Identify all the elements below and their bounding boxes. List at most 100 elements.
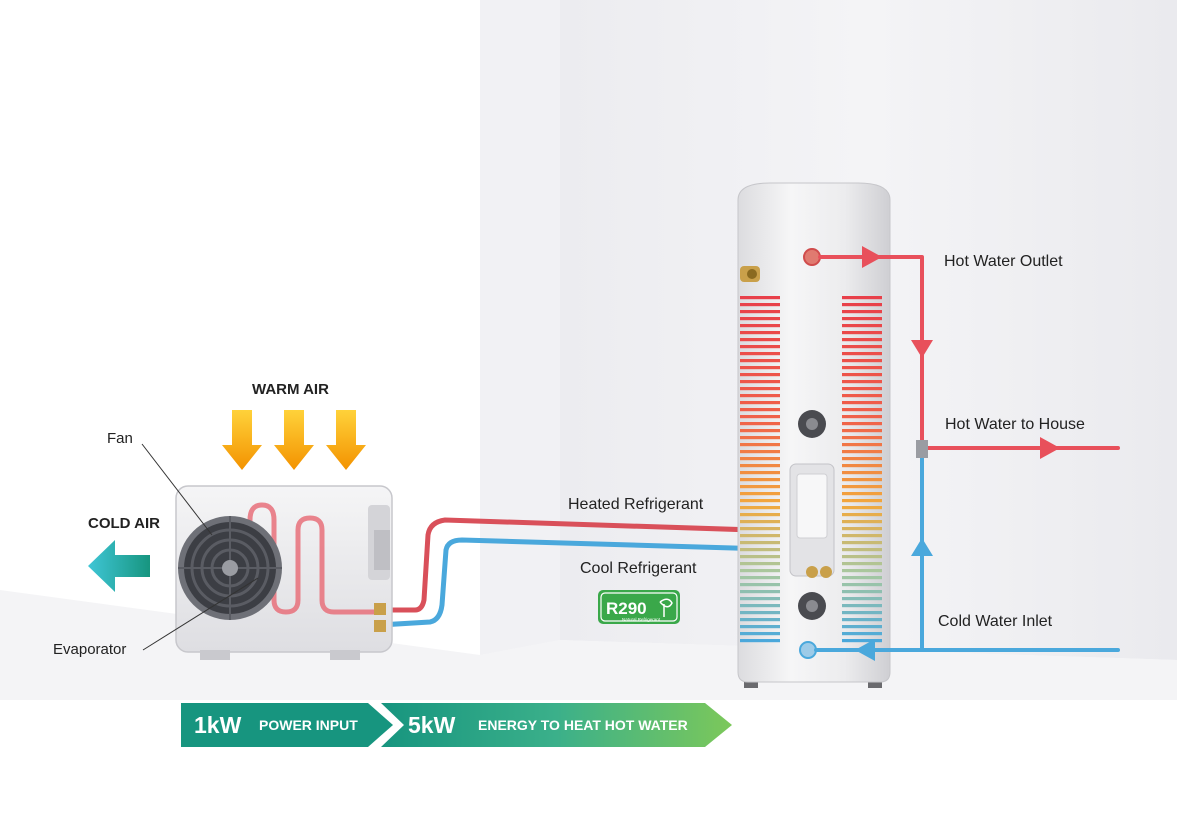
r290-badge: R290 Natural Refrigerant xyxy=(598,590,680,624)
heat-stripe xyxy=(842,422,882,426)
heat-stripe xyxy=(740,408,780,412)
heat-stripe xyxy=(842,541,882,545)
evaporator-leader-line xyxy=(142,577,259,651)
heat-stripe xyxy=(842,317,882,321)
coil-fitting xyxy=(806,566,818,578)
heat-stripes-right xyxy=(842,296,882,643)
heat-stripe xyxy=(740,513,780,517)
heat-stripe xyxy=(842,429,882,433)
hot-outlet-port xyxy=(803,248,821,266)
heat-stripe xyxy=(842,548,882,552)
heat-stripe xyxy=(842,639,882,643)
heat-stripe xyxy=(740,338,780,342)
hot-water-cylinder xyxy=(737,182,891,688)
heat-stripe xyxy=(740,331,780,335)
heat-stripe xyxy=(842,303,882,307)
heat-stripe xyxy=(842,450,882,454)
heat-stripe xyxy=(740,597,780,601)
fan-label: Fan xyxy=(107,430,133,447)
badge-code: R290 xyxy=(606,599,647,618)
heat-stripe xyxy=(842,471,882,475)
arrow-left-icon xyxy=(88,540,150,592)
heat-stripe xyxy=(842,394,882,398)
warm-air-arrows xyxy=(222,410,366,470)
heat-stripe xyxy=(842,611,882,615)
cold-water-inlet-label: Cold Water Inlet xyxy=(938,613,1053,630)
heat-stripe xyxy=(740,373,780,377)
labels: WARM AIR COLD AIR Fan Evaporator Heated … xyxy=(53,253,1085,658)
heat-stripe xyxy=(740,478,780,482)
heat-stripe xyxy=(842,632,882,636)
heat-stripe xyxy=(740,527,780,531)
heat-stripe xyxy=(740,611,780,615)
power-label: POWER INPUT xyxy=(259,717,358,733)
heat-stripe xyxy=(842,415,882,419)
heat-stripe xyxy=(842,625,882,629)
mixing-valve xyxy=(916,440,928,458)
heat-stripe xyxy=(740,618,780,622)
hot-water-outlet-label: Hot Water Outlet xyxy=(944,253,1063,270)
heat-stripe xyxy=(842,506,882,510)
heat-stripe xyxy=(740,296,780,300)
heat-stripe xyxy=(740,317,780,321)
heat-stripe xyxy=(842,387,882,391)
leaf-icon xyxy=(659,598,673,617)
heat-stripe xyxy=(740,366,780,370)
heat-stripe xyxy=(842,513,882,517)
heat-stripe xyxy=(740,576,780,580)
energy-output-arrow xyxy=(381,703,732,747)
heat-stripe xyxy=(842,527,882,531)
heat-stripe xyxy=(740,639,780,643)
heat-stripe xyxy=(842,338,882,342)
heat-stripe xyxy=(740,324,780,328)
heat-stripe xyxy=(740,310,780,314)
arrow-down-icon xyxy=(911,340,933,358)
heat-stripe xyxy=(842,534,882,538)
heat-stripe xyxy=(740,359,780,363)
power-value: 1kW xyxy=(194,712,242,738)
heat-stripe xyxy=(842,499,882,503)
heat-stripe xyxy=(740,464,780,468)
heated-refrigerant-label: Heated Refrigerant xyxy=(568,496,704,513)
heat-stripe xyxy=(842,401,882,405)
cold-air-label: COLD AIR xyxy=(88,515,160,532)
heat-stripe xyxy=(842,569,882,573)
energy-label: ENERGY TO HEAT HOT WATER xyxy=(478,717,688,733)
heat-stripe xyxy=(740,583,780,587)
cold-inlet-pipe xyxy=(814,453,1120,652)
heat-stripe xyxy=(740,541,780,545)
power-input-arrow xyxy=(181,703,393,747)
heat-stripe xyxy=(740,352,780,356)
heat-stripe xyxy=(842,520,882,524)
heat-stripe xyxy=(842,590,882,594)
heat-stripe xyxy=(740,415,780,419)
arrow-left-icon xyxy=(855,639,875,661)
energy-value: 5kW xyxy=(408,712,456,738)
arrow-down-icon xyxy=(326,410,366,470)
heat-stripe xyxy=(842,436,882,440)
arrow-up-icon xyxy=(911,538,933,556)
heat-stripe xyxy=(740,345,780,349)
energy-bar: 1kW POWER INPUT 5kW ENERGY TO HEAT HOT W… xyxy=(181,703,732,747)
heat-stripe xyxy=(842,345,882,349)
heat-stripe xyxy=(842,331,882,335)
heat-stripe xyxy=(842,457,882,461)
heat-stripe xyxy=(740,450,780,454)
heat-stripe xyxy=(842,562,882,566)
arrow-down-icon xyxy=(222,410,262,470)
heat-stripe xyxy=(740,590,780,594)
heat-stripe xyxy=(842,443,882,447)
heat-stripe xyxy=(842,310,882,314)
cold-inlet-port xyxy=(799,641,817,659)
outdoor-unit xyxy=(175,485,393,660)
heat-stripe xyxy=(740,555,780,559)
evaporator-label: Evaporator xyxy=(53,641,126,658)
heat-stripe xyxy=(740,429,780,433)
heat-stripe xyxy=(842,492,882,496)
fan-leader-line xyxy=(141,443,213,536)
heat-stripe xyxy=(740,534,780,538)
heat-stripe xyxy=(740,436,780,440)
heat-stripe xyxy=(740,562,780,566)
